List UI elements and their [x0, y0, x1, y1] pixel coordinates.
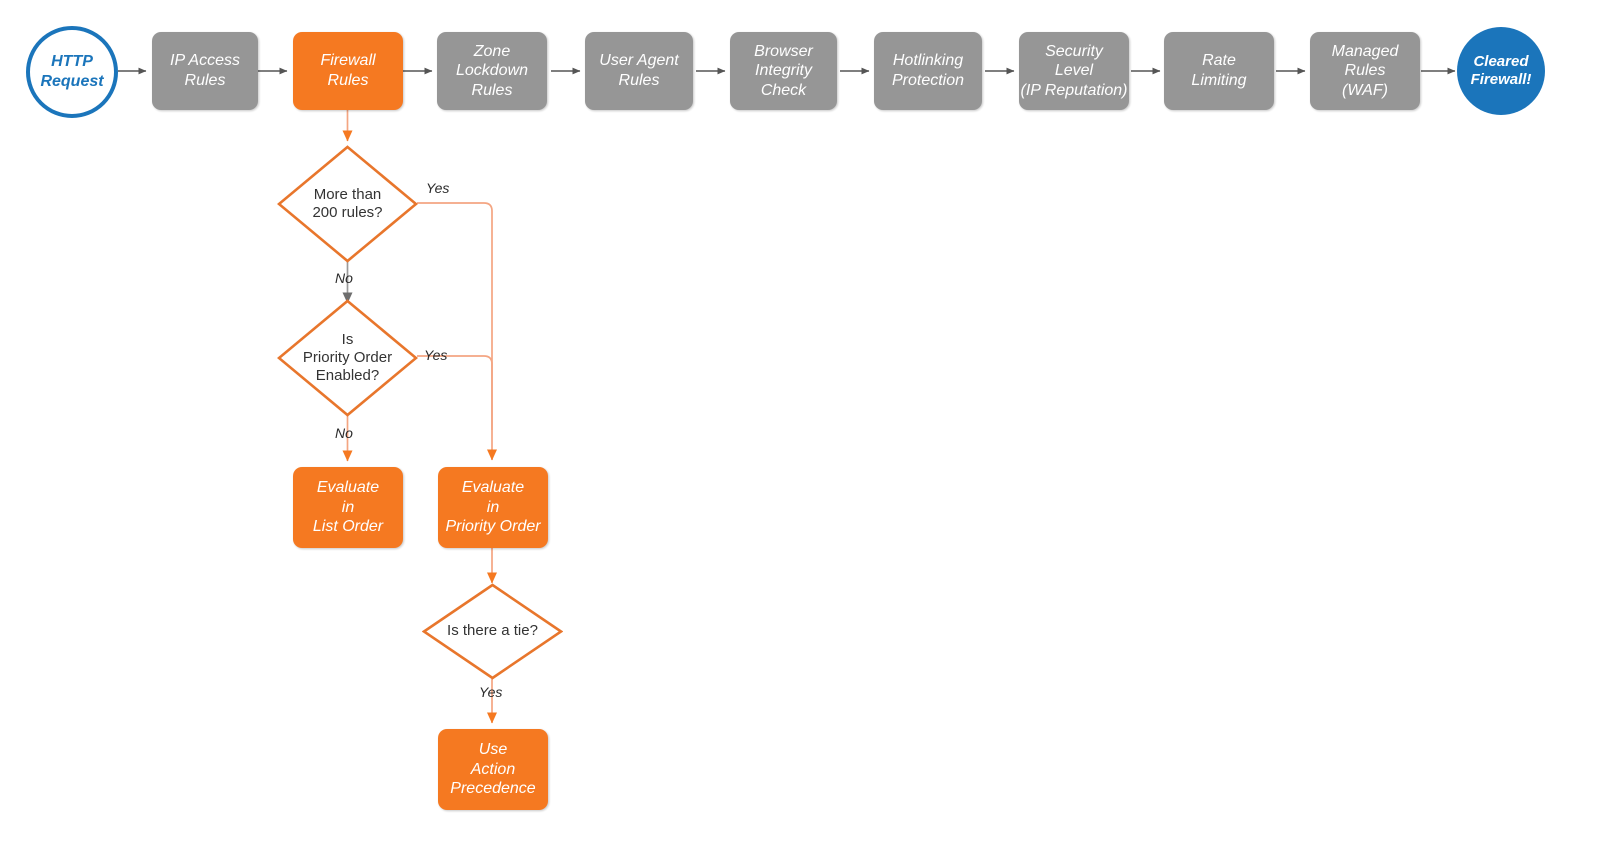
node-evaluate-in-priority-order[interactable]: Evaluate in Priority Order: [438, 467, 548, 548]
diamond-shape: [422, 583, 563, 680]
edge-label-yes-more-than-200: Yes: [426, 180, 450, 196]
arrow-yes-more-than-200: [417, 202, 497, 461]
node-use-action-precedence[interactable]: Use Action Precedence: [438, 729, 548, 810]
node-zone-lockdown-rules-label: Zone Lockdown Rules: [455, 42, 529, 99]
node-is-there-a-tie-label: Is there a tie?: [447, 622, 538, 640]
node-rate-limiting-label: Rate Limiting: [1191, 52, 1247, 89]
edge-label-yes-priority-order: Yes: [424, 347, 448, 363]
node-browser-integrity-check[interactable]: Browser Integrity Check: [730, 32, 837, 110]
edge-label-no-priority-order: No: [335, 425, 353, 441]
node-more-than-200-rules[interactable]: More than 200 rules?: [277, 145, 418, 263]
diamond-shape: [277, 299, 418, 417]
edge-label-no-more-than-200: No: [335, 270, 353, 286]
node-ip-access-rules[interactable]: IP Access Rules: [152, 32, 258, 110]
node-cleared-firewall-label: Cleared Firewall!: [1470, 52, 1532, 88]
node-http-request[interactable]: HTTP Request: [26, 26, 118, 118]
node-is-there-a-tie[interactable]: Is there a tie?: [422, 583, 563, 680]
node-http-request-label: HTTP Request: [40, 53, 104, 90]
node-managed-rules-waf[interactable]: Managed Rules (WAF): [1310, 32, 1420, 110]
diamond-shape: [277, 145, 418, 263]
node-cleared-firewall[interactable]: Cleared Firewall!: [1457, 27, 1545, 115]
node-evaluate-in-priority-order-label: Evaluate in Priority Order: [445, 479, 541, 536]
node-managed-rules-waf-label: Managed Rules (WAF): [1331, 42, 1399, 99]
node-ip-access-rules-label: IP Access Rules: [170, 52, 240, 89]
node-browser-integrity-check-label: Browser Integrity Check: [754, 42, 813, 99]
node-evaluate-in-list-order[interactable]: Evaluate in List Order: [293, 467, 403, 548]
node-evaluate-in-list-order-label: Evaluate in List Order: [312, 479, 384, 536]
node-hotlinking-protection[interactable]: Hotlinking Protection: [874, 32, 982, 110]
arrow-yes-priority-order: [417, 355, 493, 430]
edge-label-yes-tie: Yes: [479, 684, 503, 700]
node-is-priority-order-enabled-label: Is Priority Order Enabled?: [302, 330, 393, 385]
node-user-agent-rules[interactable]: User Agent Rules: [585, 32, 693, 110]
node-firewall-rules[interactable]: Firewall Rules: [293, 32, 403, 110]
node-zone-lockdown-rules[interactable]: Zone Lockdown Rules: [437, 32, 547, 110]
node-user-agent-rules-label: User Agent Rules: [599, 52, 679, 89]
node-more-than-200-rules-label: More than 200 rules?: [312, 185, 383, 221]
node-hotlinking-protection-label: Hotlinking Protection: [891, 52, 965, 89]
node-use-action-precedence-label: Use Action Precedence: [450, 741, 536, 798]
node-is-priority-order-enabled[interactable]: Is Priority Order Enabled?: [277, 299, 418, 417]
node-security-level[interactable]: Security Level (IP Reputation): [1019, 32, 1129, 110]
node-rate-limiting[interactable]: Rate Limiting: [1164, 32, 1274, 110]
node-firewall-rules-label: Firewall Rules: [320, 52, 376, 89]
node-security-level-label: Security Level (IP Reputation): [1020, 42, 1128, 99]
